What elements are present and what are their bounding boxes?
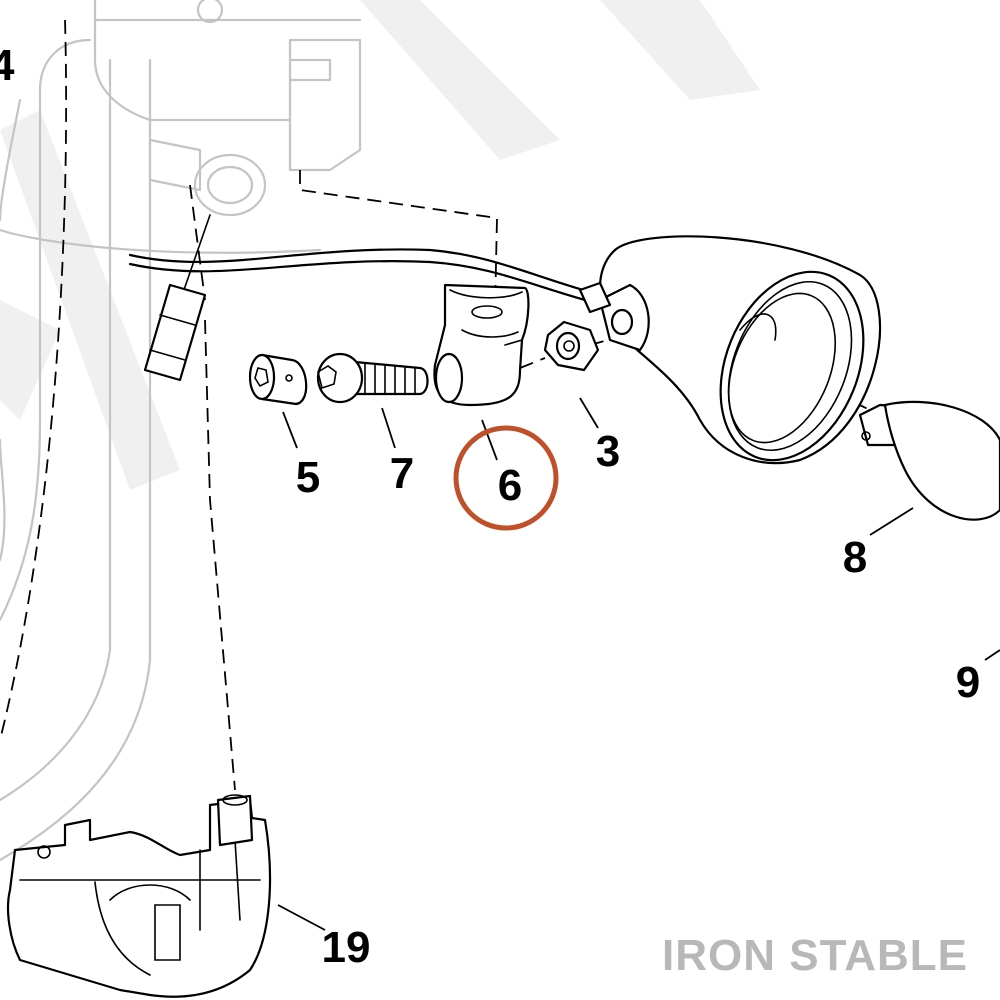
screw-part-5 — [248, 353, 308, 406]
callout-7: 7 — [390, 449, 414, 498]
callout-5: 5 — [296, 453, 320, 502]
nut-part-3 — [543, 320, 600, 372]
handlebar-ghost — [0, 0, 362, 862]
turn-signal-housing — [578, 235, 882, 465]
wiring-cable — [128, 214, 592, 382]
leader-lines — [277, 397, 1000, 931]
callout-8: 8 — [843, 533, 867, 582]
callout-19: 19 — [322, 923, 371, 972]
watermark — [0, 0, 760, 490]
bulb-part-8 — [858, 400, 1000, 521]
brand-watermark: IRON STABLE — [662, 931, 968, 980]
callout-4-partial: 4 — [0, 41, 15, 90]
callout-9: 9 — [956, 658, 980, 707]
callout-3: 3 — [596, 427, 620, 476]
ball-stud-part-7 — [316, 352, 429, 404]
highlight-circle — [453, 425, 559, 531]
clamp-part-6 — [433, 283, 530, 407]
cable-dashed — [0, 19, 68, 741]
switch-housing-part-19 — [6, 794, 272, 998]
callout-6: 6 — [498, 461, 522, 510]
